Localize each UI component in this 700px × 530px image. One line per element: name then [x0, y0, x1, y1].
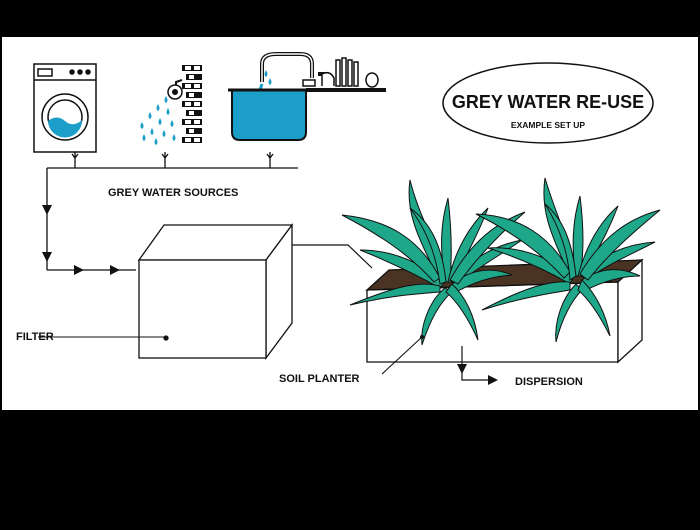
flow-arrows: [42, 205, 120, 275]
title-badge: GREY WATER RE-USE EXAMPLE SET UP: [442, 62, 654, 144]
filter-to-planter-pipe: [292, 244, 373, 269]
label-grey-water-sources: GREY WATER SOURCES: [108, 187, 238, 199]
washing-machine-icon: [33, 63, 97, 153]
shower-icon: [140, 65, 202, 145]
label-soil-planter: SOIL PLANTER: [279, 373, 360, 385]
planter-leader-line: [381, 336, 423, 375]
dispersion-arrows: [457, 346, 498, 385]
kitchen-sink-icon: [228, 52, 386, 141]
title-subheading: EXAMPLE SET UP: [511, 120, 585, 130]
plant-icon: [341, 177, 661, 346]
title-heading: GREY WATER RE-USE: [452, 92, 644, 112]
label-dispersion: DISPERSION: [515, 376, 583, 388]
filter-box-icon: [137, 223, 294, 360]
label-filter: FILTER: [16, 331, 54, 343]
